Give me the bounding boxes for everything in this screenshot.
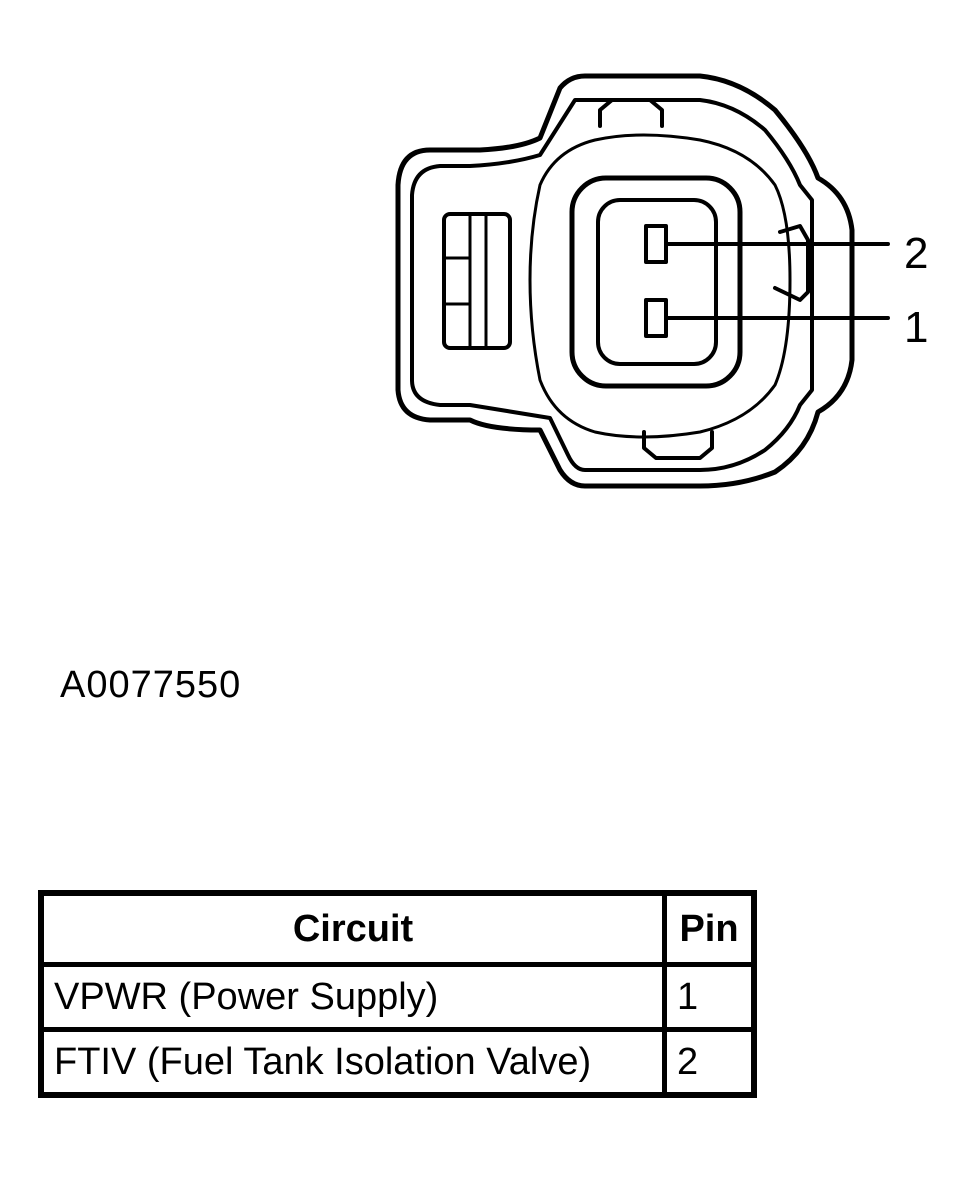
terminal-cavity-outer [569, 175, 743, 389]
connector-outer-housing [395, 73, 855, 489]
connector-face-diagram: 2 1 [395, 73, 928, 489]
pin-cell: 2 [662, 1027, 757, 1098]
column-header-circuit: Circuit [38, 890, 667, 967]
pin-2-terminal [644, 224, 668, 264]
pin-1-label: 1 [904, 303, 928, 352]
connector-body-ring [528, 133, 792, 439]
connector-inner-housing [410, 98, 814, 472]
column-header-pin: Pin [662, 890, 757, 967]
locking-tab [442, 212, 512, 350]
table-row: FTIV (Fuel Tank Isolation Valve) 2 [38, 1027, 757, 1098]
pin-2-label: 2 [904, 229, 928, 278]
circuit-cell: VPWR (Power Supply) [38, 962, 667, 1032]
pin-cell: 1 [662, 962, 757, 1032]
figure-id: A0077550 [60, 664, 242, 706]
table-row: VPWR (Power Supply) 1 [38, 962, 757, 1032]
pinout-table: Circuit Pin VPWR (Power Supply) 1 FTIV (… [38, 890, 757, 1098]
key-slot [773, 224, 810, 302]
pin-1-terminal [644, 298, 668, 338]
terminal-cavity-inner [596, 198, 718, 366]
circuit-cell: FTIV (Fuel Tank Isolation Valve) [38, 1027, 667, 1098]
top-latch [598, 98, 664, 128]
bottom-latch [642, 430, 714, 460]
table-header-row: Circuit Pin [38, 890, 757, 967]
